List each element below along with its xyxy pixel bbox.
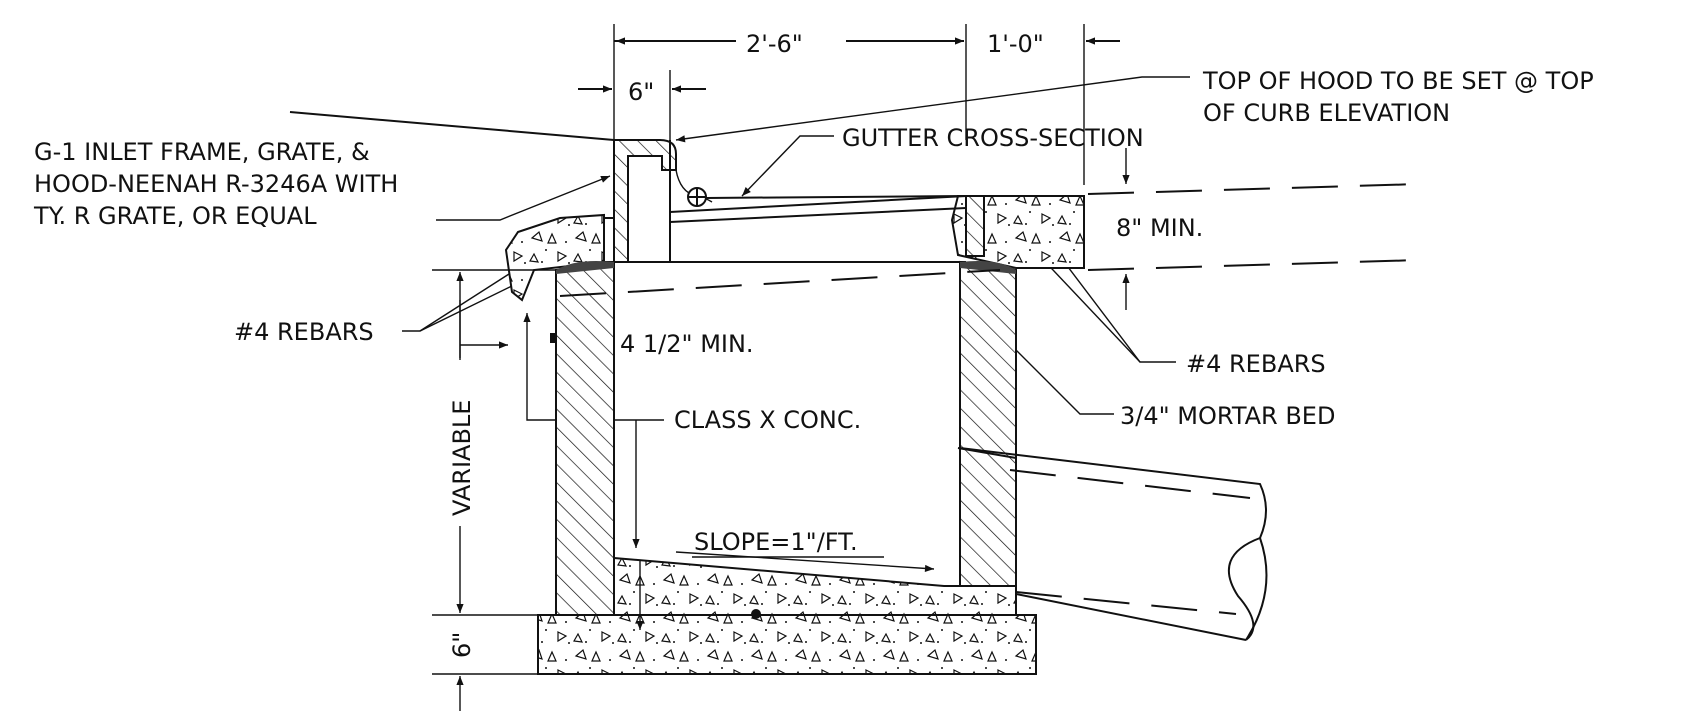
grate-bottom-line [669,207,967,223]
dim-1-0-text: 1'-0" [987,30,1044,58]
pavement-bottom-line [1087,259,1421,271]
note-hood-top-1: TOP OF HOOD TO BE SET @ TOP [1202,67,1594,95]
notes: TOP OF HOOD TO BE SET @ TOP OF CURB ELEV… [33,67,1594,573]
pipe-end-back [1245,537,1268,641]
dim-6-text: 6" [628,78,654,106]
pipe-top [959,447,1267,539]
frame-right-lip [965,195,985,257]
frame-flange [603,217,615,263]
note-rebars-left: #4 REBARS [234,318,374,346]
rebar-dot-wall [550,333,559,343]
outlet-pipe [957,447,1268,641]
note-gutter: GUTTER CROSS-SECTION [842,124,1144,152]
leader-rebars-right-2 [1035,251,1141,363]
pavement-top-line [1087,183,1421,195]
left-dimensions: VARIABLE 6" [432,269,556,711]
note-frame-1: G-1 INLET FRAME, GRATE, & [34,138,370,166]
note-min-depth: 4 1/2" MIN. [620,330,754,358]
note-class-x: CLASS X CONC. [674,406,861,434]
slope-arrow [675,551,935,573]
top-slab-hidden-line [559,269,1001,297]
pipe-hidden-top [1009,469,1251,499]
dim-base-text: 6" [448,632,476,658]
note-frame-2: HOOD-NEENAH R-3246A WITH [34,170,398,198]
note-frame-3: TY. R GRATE, OR EQUAL [33,202,317,230]
left-wall [555,260,615,616]
leader-gutter [741,135,834,197]
gutter-line [705,195,967,199]
note-hood-top-2: OF CURB ELEVATION [1203,99,1450,127]
dim-2-6-text: 2'-6" [746,30,803,58]
grate-top-line [669,195,967,213]
pipe-bottom [1015,593,1247,641]
base-slab [537,614,1037,675]
pavement-right: 8" MIN. [1087,148,1421,310]
base-rebar [751,609,761,619]
leader-frame [436,175,611,221]
note-rebars-right: #4 REBARS [1186,350,1326,378]
invert-fill [613,556,1017,616]
pipe-hidden-bottom [1015,591,1237,615]
note-mortar: 3/4" MORTAR BED [1120,402,1335,430]
inlet-frame [603,139,985,263]
note-slope: SLOPE=1"/FT. [694,528,858,556]
right-wall [959,260,1017,616]
pipe-wall-cut-top [957,447,1017,459]
leader-rebars-left-1 [402,281,521,332]
leader-class-x-wall [523,313,664,421]
dim-8-text: 8" MIN. [1116,214,1203,242]
left-grade-line [289,111,615,141]
frame-hood [613,139,677,263]
mortar-bed-right [960,261,1016,274]
dim-variable-text: VARIABLE [448,400,476,516]
leader-hood-top [675,76,1190,143]
mortar-bed-left [556,261,614,274]
top-dimensions: 2'-6" 1'-0" 6" [578,24,1120,185]
